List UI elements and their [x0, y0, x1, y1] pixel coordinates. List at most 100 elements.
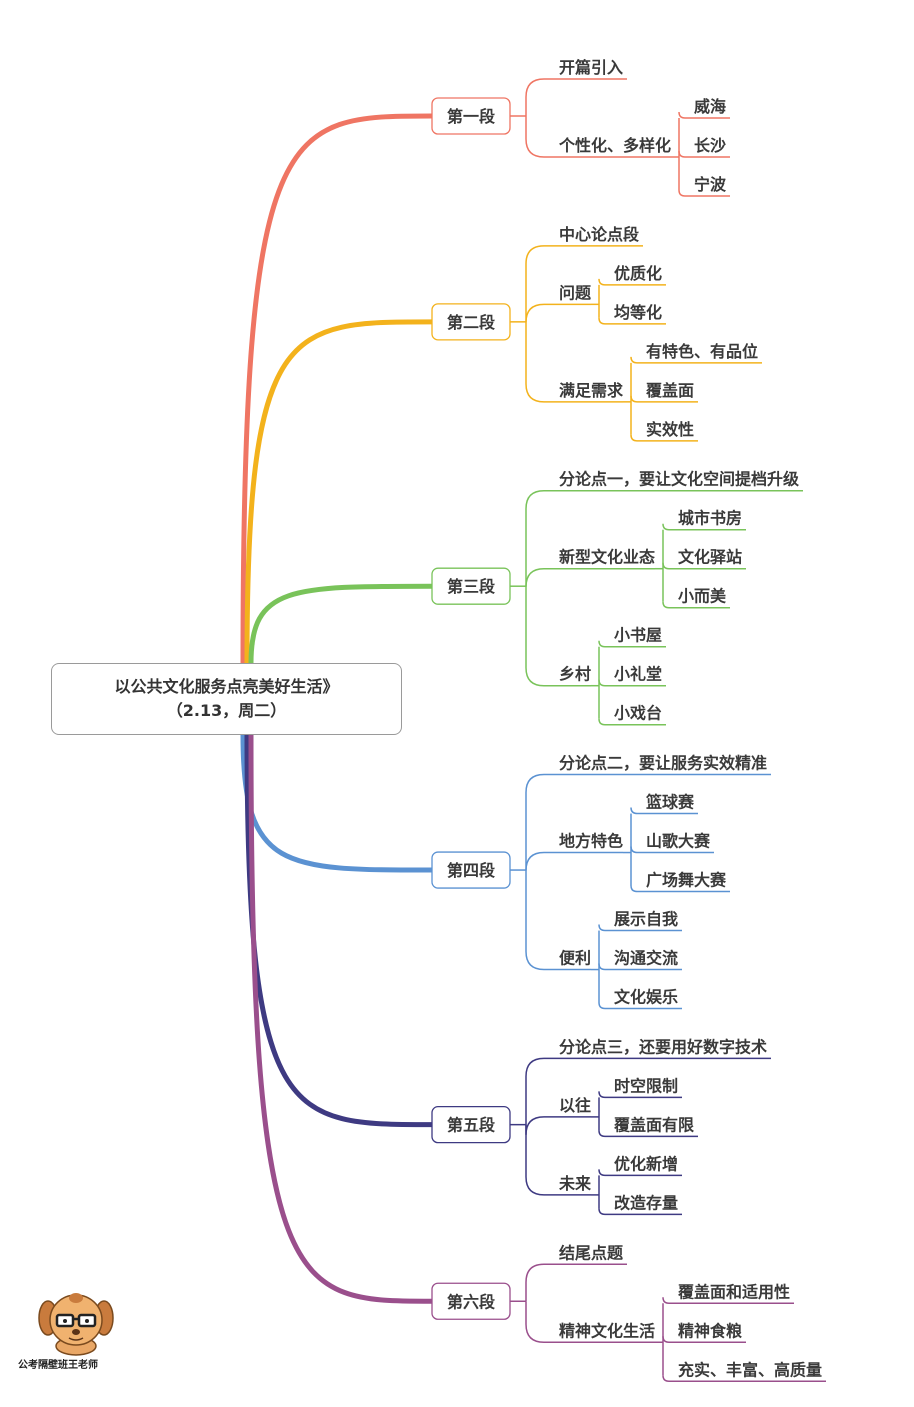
- leaf-connector: [598, 963, 682, 971]
- leaf-connector: [598, 640, 666, 648]
- sub-topic-label: 问题: [559, 283, 592, 302]
- sub-topic-label: 地方特色: [559, 832, 623, 851]
- leaf-topic-label: 广场舞大赛: [646, 871, 727, 890]
- leaf-topic-label: 长沙: [694, 136, 726, 155]
- sub-topic-label: 精神文化生活: [559, 1321, 655, 1340]
- leaf-connector: [678, 150, 730, 158]
- root-to-branch-connector: [244, 732, 435, 1128]
- leaf-topic-label: 城市书房: [678, 509, 742, 528]
- branch-node-label: 第四段: [447, 861, 496, 880]
- leaf-topic-label: 时空限制: [614, 1076, 678, 1095]
- sub-topic-label: 结尾点题: [558, 1243, 624, 1262]
- root-to-branch-connector: [240, 732, 435, 873]
- sub-topic-label: 乡村: [559, 665, 591, 684]
- sub-branch-connector: [525, 1057, 771, 1125]
- leaf-connector: [678, 189, 730, 197]
- root-to-branch-connector: [248, 583, 435, 666]
- root-topic[interactable]: 以公共文化服务点亮美好生活》 （2.13，周二）: [51, 663, 402, 735]
- leaf-connector: [662, 1336, 746, 1343]
- leaf-topic-label: 充实、丰富、高质量: [678, 1360, 822, 1379]
- leaf-connector: [598, 1091, 682, 1099]
- leaf-topic-label: 篮球赛: [645, 793, 695, 812]
- leaf-topic-label: 有特色、有品位: [646, 342, 758, 361]
- leaf-connector: [598, 317, 666, 325]
- sub-branch-connector: [525, 78, 627, 116]
- sub-topic-label: 分论点一，要让文化空间提档升级: [559, 470, 800, 489]
- sub-branch-connector: [525, 1263, 627, 1302]
- sub-branch-connector: [525, 567, 655, 587]
- sub-topic-label: 开篇引入: [559, 58, 623, 77]
- branch-node-label: 第六段: [447, 1292, 496, 1311]
- sub-topic-label: 新型文化业态: [559, 548, 655, 567]
- leaf-connector: [630, 434, 698, 442]
- leaf-connector: [598, 718, 666, 726]
- leaf-topic-label: 威海: [694, 97, 726, 116]
- leaf-connector: [598, 679, 666, 687]
- leaf-topic-label: 优质化: [614, 264, 662, 283]
- branch-node-label: 第五段: [447, 1116, 496, 1135]
- sub-topic-label: 未来: [558, 1174, 592, 1193]
- leaf-topic-label: 实效性: [646, 420, 694, 439]
- leaf-connector: [598, 924, 682, 932]
- leaf-connector: [678, 111, 730, 119]
- sub-branch-connector: [525, 870, 591, 971]
- leaf-topic-label: 均等化: [614, 303, 662, 322]
- leaf-connector: [598, 1002, 682, 1010]
- leaf-topic-label: 文化驿站: [678, 548, 742, 567]
- sub-topic-label: 以往: [559, 1096, 591, 1115]
- leaf-topic-label: 文化娱乐: [614, 988, 678, 1007]
- leaf-connector: [598, 1130, 698, 1138]
- leaf-topic-label: 优化新增: [614, 1154, 678, 1173]
- leaf-topic-label: 改造存量: [614, 1193, 678, 1212]
- sub-branch-connector: [525, 116, 671, 158]
- sub-branch-connector: [525, 773, 771, 871]
- leaf-connector: [662, 1375, 826, 1382]
- leaf-connector: [662, 562, 746, 570]
- sub-topic-label: 分论点三，还要用好数字技术: [559, 1037, 767, 1056]
- sub-branch-connector: [525, 586, 591, 687]
- sub-branch-connector: [525, 1124, 591, 1196]
- root-title-line1: 以公共文化服务点亮美好生活》: [114, 677, 339, 696]
- sub-branch-connector: [525, 321, 623, 403]
- leaf-topic-label: 小而美: [678, 587, 727, 606]
- root-to-branch-connector: [244, 319, 435, 666]
- leaf-connector: [662, 523, 746, 531]
- watermark-label: 公考隔壁班王老师: [18, 1360, 98, 1371]
- root-title-line2: （2.13，周二）: [166, 701, 287, 720]
- leaf-topic-label: 精神食粮: [678, 1321, 742, 1340]
- leaf-connector: [630, 807, 698, 815]
- sub-branch-connector: [525, 303, 591, 323]
- leaf-connector: [598, 1169, 682, 1177]
- leaf-topic-label: 展示自我: [614, 910, 678, 929]
- leaf-topic-label: 小礼堂: [614, 665, 662, 684]
- sub-topic-label: 便利: [559, 949, 591, 968]
- sub-branch-connector: [525, 1116, 591, 1135]
- leaf-topic-label: 小书屋: [614, 626, 662, 645]
- leaf-topic-label: 山歌大赛: [646, 832, 711, 851]
- leaf-topic-label: 小戏台: [614, 704, 662, 723]
- leaf-connector: [630, 846, 714, 854]
- sub-branch-connector: [525, 1301, 655, 1343]
- branch-node-label: 第一段: [447, 107, 496, 126]
- leaf-topic-label: 覆盖面: [645, 381, 694, 400]
- leaf-connector: [630, 885, 730, 893]
- root-to-branch-connector: [240, 113, 435, 666]
- leaf-connector: [630, 356, 762, 364]
- dog-mascot-icon: [38, 1293, 114, 1356]
- leaf-connector: [662, 1297, 794, 1304]
- leaf-topic-label: 宁波: [694, 175, 727, 194]
- branch-node-label: 第三段: [447, 577, 496, 596]
- sub-branch-connector: [525, 851, 623, 871]
- leaf-topic-label: 沟通交流: [614, 949, 678, 968]
- sub-topic-label: 个性化、多样化: [558, 136, 671, 155]
- leaf-connector: [598, 278, 666, 286]
- root-to-branch-connector: [248, 732, 435, 1304]
- branch-4: 第四段分论点二，要让服务实效精准地方特色篮球赛山歌大赛广场舞大赛便利展示自我沟通…: [240, 732, 771, 1010]
- sub-branch-connector: [525, 489, 803, 587]
- leaf-topic-label: 覆盖面有限: [613, 1115, 695, 1134]
